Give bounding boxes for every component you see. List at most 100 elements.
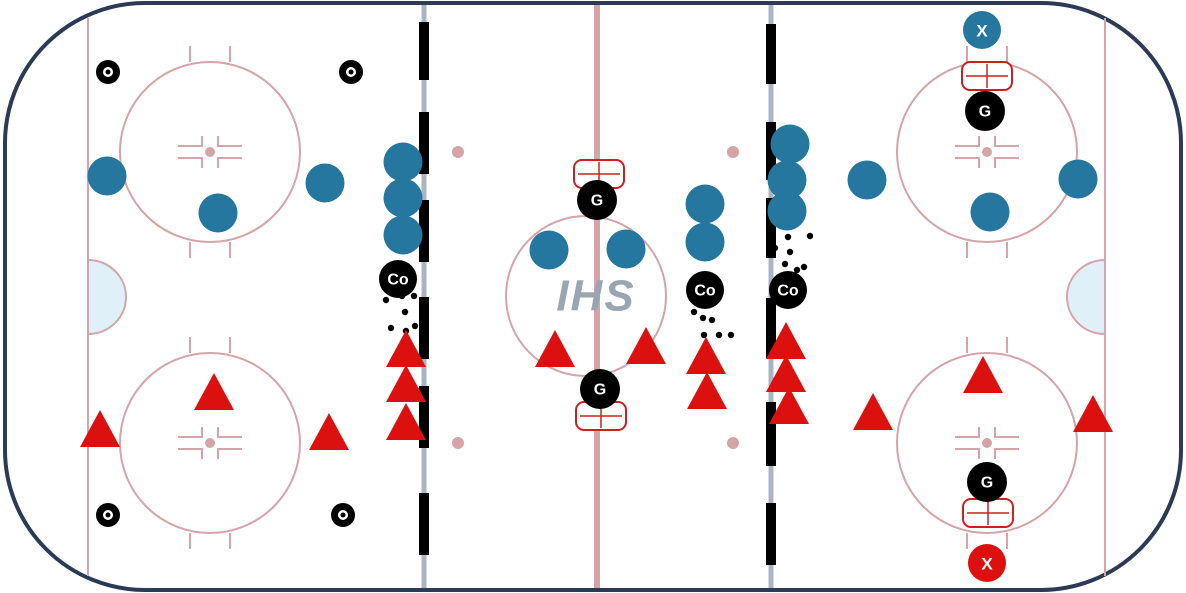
goalie-marker: G [965,91,1005,131]
puck [793,266,801,274]
blue-player [198,193,238,233]
puck [727,331,735,339]
neutral-zone-dot [452,437,464,449]
pylon-dot [105,512,111,518]
barrier [419,112,429,174]
goalie-marker-circle [580,369,620,409]
faceoff-l-mark [994,427,1019,438]
barrier [766,298,776,358]
pylon-dot [348,69,354,75]
faceoff-dot [982,438,992,448]
blue-player [767,191,807,231]
goalie-marker-label: G [591,193,603,210]
x-marker-blue: X [963,11,1001,49]
coach-marker-label: Co [694,283,716,300]
puck [784,233,792,241]
faceoff-l-mark [217,448,242,459]
pylon-dot [340,512,346,518]
faceoff-circle-top-left [119,46,301,258]
blue-player [685,222,725,262]
blue-player [767,160,807,200]
red-player [687,372,727,409]
faceoff-circle-top-right [896,46,1078,258]
blue-player [685,184,725,224]
pylon-dot [105,69,111,75]
faceoff-l-mark [217,157,242,168]
barrier [766,24,776,84]
faceoff-circle-bottom-right [896,337,1078,549]
blue-player [770,124,810,164]
faceoff-l-mark [955,157,980,168]
red-player [386,403,426,440]
puck [700,331,708,339]
net-right-top [961,61,1013,91]
neutral-zone-dot [727,437,739,449]
faceoff-circle [119,352,301,534]
puck [715,331,723,339]
goalie-marker-circle [577,180,617,220]
blue-player [383,178,423,218]
x-marker-red: X [968,544,1006,582]
faceoff-dot [982,147,992,157]
goalie-marker: G [577,180,617,220]
goalie-marker: G [580,369,620,409]
puck [786,248,794,256]
barrier [766,503,776,565]
goal-crease-right [1066,258,1106,336]
faceoff-l-mark [178,136,203,147]
faceoff-l-mark [955,448,980,459]
blue-player [970,192,1010,232]
x-marker-blue-circle [963,11,1001,49]
neutral-zone-dot [452,146,464,158]
coach-marker-circle [769,271,807,309]
coach-marker: Co [686,271,724,309]
puck [690,308,698,316]
faceoff-circle [896,352,1078,534]
net-center-bottom [575,401,627,431]
coach-marker: Co [769,271,807,309]
puck [410,292,418,300]
barrier [419,200,429,262]
red-player [80,410,120,447]
faceoff-circle [119,61,301,243]
faceoff-l-mark [955,427,980,438]
faceoff-l-mark [217,427,242,438]
goalie-marker-label: G [981,475,993,492]
faceoff-l-mark [955,136,980,147]
faceoff-l-mark [994,448,1019,459]
puck [401,308,409,316]
coach-marker-circle [379,260,417,298]
puck [382,296,390,304]
blue-player [606,229,646,269]
x-marker-red-circle [968,544,1006,582]
faceoff-dot [205,147,215,157]
red-player [853,393,893,430]
x-marker-blue-label: X [976,22,988,41]
coach-marker-circle [686,271,724,309]
drill-equipment [96,22,1014,565]
faceoff-circle-bottom-left [119,337,301,549]
blue-player [305,163,345,203]
coach-marker-label: Co [387,272,409,289]
barrier [766,402,776,466]
puck [806,232,814,240]
red-player [769,387,809,424]
neutral-zone-dot [727,146,739,158]
goal-crease-left [87,258,127,336]
red-player [194,373,234,410]
puck [708,316,716,324]
red-player [309,413,349,450]
goalie-marker-circle [967,462,1007,502]
faceoff-l-mark [217,136,242,147]
faceoff-l-mark [178,427,203,438]
puck [411,322,419,330]
coach-marker: Co [379,260,417,298]
goalie-marker-label: G [594,382,606,399]
blue-player [383,215,423,255]
blue-player [529,230,569,270]
goalie-marker-circle [965,91,1005,131]
faceoff-l-mark [178,157,203,168]
barrier [766,122,776,180]
